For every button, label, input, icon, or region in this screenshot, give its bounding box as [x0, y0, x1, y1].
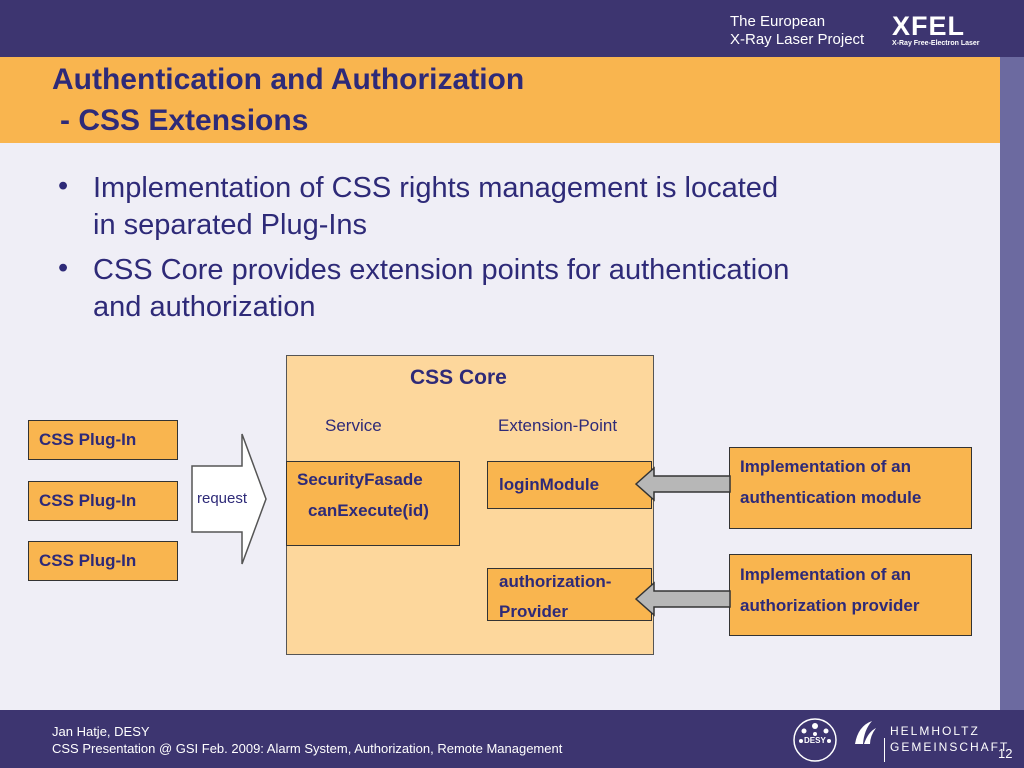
bullet-dot-icon: • — [58, 170, 69, 202]
authorization-provider-box — [487, 568, 652, 621]
auth-module-impl-line1: Implementation of an — [740, 457, 911, 476]
css-plugin-box: CSS Plug-In — [28, 481, 178, 521]
extension-point-label: Extension-Point — [498, 416, 618, 435]
authz-provider-impl-line2: authorization provider — [740, 596, 920, 615]
css-plugin-label: CSS Plug-In — [39, 430, 137, 449]
authorization-provider-label-line2: Provider — [499, 602, 568, 621]
auth-module-impl-line2: authentication module — [740, 488, 922, 507]
helmholtz-logo-icon — [855, 721, 876, 744]
desy-logo-icon — [793, 718, 837, 762]
authz-provider-impl-box — [729, 554, 972, 636]
auth-module-impl-box — [729, 447, 972, 529]
helmholtz-line2: GEMEINSCHAFT — [890, 740, 1010, 754]
slide-title-line2: - CSS Extensions — [60, 104, 309, 137]
request-arrow-icon — [191, 433, 267, 565]
css-plugin-label: CSS Plug-In — [39, 551, 137, 570]
css-plugin-box: CSS Plug-In — [28, 541, 178, 581]
page-number: 12 — [998, 746, 1013, 761]
request-label: request — [197, 490, 248, 507]
footer-presentation: CSS Presentation @ GSI Feb. 2009: Alarm … — [52, 741, 563, 756]
authorization-arrow-icon — [634, 581, 731, 617]
security-fasade-label: SecurityFasade — [297, 470, 423, 489]
bullet-text-line2: and authorization — [93, 291, 316, 323]
xfel-logo: XFEL X-Ray Free-Electron Laser — [888, 12, 984, 48]
login-arrow-icon — [634, 466, 731, 502]
top-bar — [0, 0, 1024, 57]
footer-divider — [884, 738, 885, 762]
footer-author: Jan Hatje, DESY — [52, 724, 150, 739]
css-plugin-box: CSS Plug-In — [28, 420, 178, 460]
css-core-title: CSS Core — [410, 366, 507, 389]
security-fasade-box — [286, 461, 460, 546]
bullet-text-line1: CSS Core provides extension points for a… — [93, 254, 790, 286]
bullet-dot-icon: • — [58, 252, 69, 284]
title-bar — [0, 57, 1000, 143]
login-module-box — [487, 461, 652, 509]
slide-title-line1: Authentication and Authorization — [52, 63, 525, 96]
xfel-logo-subtext: X-Ray Free-Electron Laser — [892, 40, 980, 47]
can-execute-label: canExecute(id) — [308, 501, 429, 520]
desy-logo-text: DESY — [804, 736, 826, 745]
bullet-text-line1: Implementation of CSS rights management … — [93, 172, 779, 204]
login-module-label: loginModule — [499, 475, 600, 494]
xfel-logo-text: XFEL — [892, 11, 966, 41]
footer-bar — [0, 710, 1024, 768]
css-plugin-label: CSS Plug-In — [39, 491, 137, 510]
org-name-line1: The European — [730, 13, 826, 30]
right-strip — [1000, 57, 1024, 710]
authz-provider-impl-line1: Implementation of an — [740, 565, 911, 584]
org-name-line2: X-Ray Laser Project — [730, 31, 865, 48]
bullet-text-line2: in separated Plug-Ins — [93, 209, 368, 241]
service-label: Service — [325, 416, 382, 435]
helmholtz-line1: HELMHOLTZ — [890, 724, 980, 738]
authorization-provider-label-line1: authorization- — [499, 572, 612, 591]
